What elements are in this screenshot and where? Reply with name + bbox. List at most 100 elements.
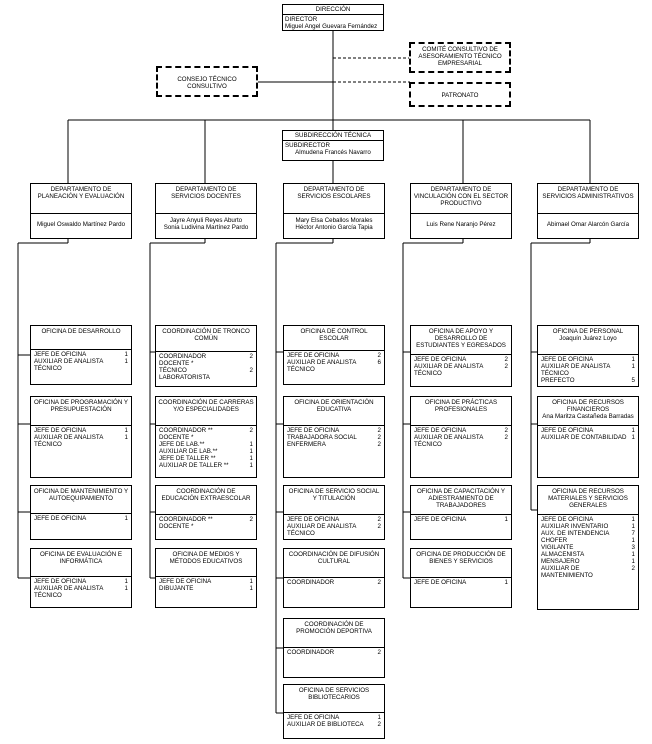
position-title: DOCENTE * bbox=[159, 523, 194, 530]
department-staff-name: Héctor Antonio García Tapia bbox=[295, 224, 373, 231]
position-title: JEFE DE OFICINA bbox=[414, 579, 467, 586]
position-row: TÉCNICO bbox=[284, 366, 384, 373]
unit-positions: JEFE DE OFICINA 1 bbox=[411, 577, 511, 586]
position-title: AUXILIAR INVENTARIO bbox=[541, 523, 609, 530]
unit-title: OFICINA DE MEDIOS Y MÉTODOS EDUCATIVOS bbox=[156, 549, 256, 576]
position-title: JEFE DE OFICINA bbox=[159, 578, 212, 585]
unit-title: OFICINA DE ORIENTACIÓN EDUCATIVA bbox=[284, 397, 384, 425]
direccion-title: DIRECCIÓN bbox=[315, 6, 351, 13]
position-count: 1 bbox=[504, 579, 508, 586]
unit-title: COORDINACIÓN DE DIFUSIÓN CULTURAL bbox=[284, 549, 384, 577]
position-title: JEFE DE OFICINA bbox=[34, 515, 87, 522]
unit-title: OFICINA DE PROGRAMACIÓN Y PRESUPUESTACIÓ… bbox=[31, 397, 131, 425]
unit-title-text: OFICINA DE PRODUCCIÓN DE BIENES Y SERVIC… bbox=[416, 551, 506, 565]
position-count: 2 bbox=[377, 579, 381, 586]
position-row: COORDINADOR ** 2 bbox=[156, 516, 256, 523]
position-count bbox=[120, 441, 128, 448]
position-count: 2 bbox=[377, 441, 381, 448]
position-count: 2 bbox=[631, 565, 635, 572]
unit-title-text: COORDINACIÓN DE TRONCO COMÚN bbox=[162, 328, 250, 342]
position-row: LABORATORISTA bbox=[156, 374, 256, 381]
unit-head-name: Ana Maritza Castañeda Barradas bbox=[542, 413, 634, 420]
position-title: COORDINADOR ** bbox=[159, 516, 213, 523]
department-title: DEPARTAMENTO DE SERVICIOS ADMINISTRATIVO… bbox=[542, 186, 634, 200]
position-title: AUXILIAR DE ANALISTA bbox=[287, 523, 357, 530]
department-staff: Abimael Omar Alarcón García bbox=[538, 213, 638, 228]
position-title: JEFE DE OFICINA bbox=[414, 356, 467, 363]
position-count: 2 bbox=[377, 523, 381, 530]
position-row: JEFE DE OFICINA 1 bbox=[31, 515, 131, 522]
position-count: 1 bbox=[249, 585, 253, 592]
patronato-title: PATRONATO bbox=[441, 92, 479, 99]
position-count bbox=[373, 530, 381, 537]
unit-title: OFICINA DE CAPACITACIÓN Y ADIESTRAMIENTO… bbox=[411, 486, 511, 514]
comite-consultivo-title: COMITÉ CONSULTIVO DE ASESORAMIENTO TÉCNI… bbox=[418, 46, 502, 67]
unit-title: OFICINA DE APOYO Y DESARROLLO DE ESTUDIA… bbox=[411, 326, 511, 354]
position-row: DOCENTE * bbox=[156, 523, 256, 530]
position-count: 1 bbox=[249, 448, 253, 455]
comite-consultivo-box: COMITÉ CONSULTIVO DE ASESORAMIENTO TÉCNI… bbox=[409, 42, 511, 73]
position-count: 1 bbox=[504, 516, 508, 523]
position-row: JEFE DE OFICINA 1 bbox=[411, 579, 511, 586]
position-count: 1 bbox=[631, 551, 635, 558]
position-count: 7 bbox=[631, 530, 635, 537]
position-count bbox=[373, 366, 381, 373]
position-count: 1 bbox=[249, 455, 253, 462]
unit-title-text: OFICINA DE PROGRAMACIÓN Y PRESUPUESTACIÓ… bbox=[33, 399, 129, 413]
patronato-box: PATRONATO bbox=[409, 82, 511, 107]
position-row: TÉCNICO bbox=[31, 441, 131, 448]
position-count bbox=[627, 370, 635, 377]
unit-title: OFICINA DE PRODUCCIÓN DE BIENES Y SERVIC… bbox=[411, 549, 511, 577]
unit-title-text: OFICINA DE APOYO Y DESARROLLO DE ESTUDIA… bbox=[416, 328, 506, 349]
unit-box: OFICINA DE APOYO Y DESARROLLO DE ESTUDIA… bbox=[410, 325, 512, 387]
position-count: 2 bbox=[249, 516, 253, 523]
unit-title: COORDINACIÓN DE EDUCACIÓN EXTRAESCOLAR bbox=[156, 486, 256, 514]
position-count bbox=[120, 365, 128, 372]
position-title: DOCENTE * bbox=[159, 434, 194, 441]
position-count: 1 bbox=[249, 441, 253, 448]
position-title: AUXILIAR DE LAB.** bbox=[159, 448, 218, 455]
position-count: 1 bbox=[124, 427, 128, 434]
unit-title: OFICINA DE RECURSOS MATERIALES Y SERVICI… bbox=[538, 486, 638, 514]
position-count bbox=[120, 592, 128, 599]
position-title: JEFE DE OFICINA bbox=[34, 351, 87, 358]
unit-head-name: Joaquín Juárez Loyo bbox=[559, 335, 617, 342]
position-title: AUXILIAR DE CONTABILIDAD bbox=[541, 434, 627, 441]
position-title: LABORATORISTA bbox=[159, 374, 210, 381]
position-title: JEFE DE OFICINA bbox=[414, 427, 467, 434]
position-count: 2 bbox=[377, 649, 381, 656]
unit-title-text: OFICINA DE ORIENTACIÓN EDUCATIVA bbox=[294, 399, 374, 413]
position-title: TÉCNICO bbox=[287, 530, 315, 537]
unit-title-text: OFICINA DE MEDIOS Y MÉTODOS EDUCATIVOS bbox=[169, 551, 243, 565]
department-staff: Luis Rene Naranjo Pérez bbox=[411, 213, 511, 228]
position-count: 1 bbox=[124, 515, 128, 522]
unit-title-text: COORDINACIÓN DE CARRERAS Y/O ESPECIALIDA… bbox=[158, 399, 254, 413]
department-staff: Miguel Oswaldo Martínez Pardo bbox=[31, 213, 131, 228]
